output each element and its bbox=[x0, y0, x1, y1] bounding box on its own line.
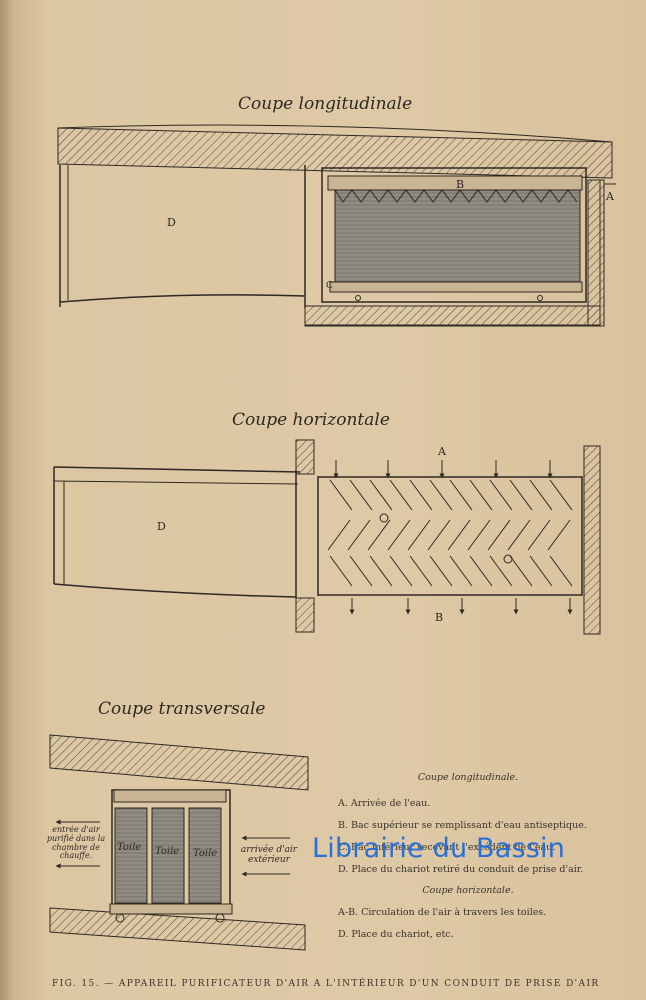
toile-label-1: Toile bbox=[117, 842, 142, 853]
label-c-long: C bbox=[326, 281, 333, 291]
legend-heading-longitudinal: Coupe longitudinale. bbox=[417, 772, 519, 783]
transversal-title: Coupe transversale bbox=[98, 699, 266, 719]
legend-item: C. Bac inférieur recevant l'excédent de … bbox=[338, 841, 556, 853]
figure-caption: FIG. 15. — APPAREIL PURIFICATEUR D'AIR A… bbox=[52, 979, 600, 989]
legend: Coupe longitudinale. A. Arrivée de l'eau… bbox=[338, 772, 598, 951]
legend-heading-horizontal: Coupe horizontale. bbox=[422, 885, 514, 897]
toile-label-3: Toile bbox=[193, 848, 218, 859]
air-inlet-note: arrivée d'air extérieur bbox=[240, 845, 298, 865]
book-gutter bbox=[0, 0, 14, 1000]
legend-item: A-B. Circulation de l'air à travers les … bbox=[338, 907, 547, 919]
label-d-long: D bbox=[167, 216, 176, 229]
watermark: Librairie du Bassin bbox=[312, 833, 566, 864]
label-a-horiz: A bbox=[438, 445, 446, 458]
legend-item: A. Arrivée de l'eau. bbox=[338, 797, 431, 809]
toile-label-2: Toile bbox=[155, 846, 180, 857]
air-outlet-note: entrée d'air purifié dans la chambre de … bbox=[46, 825, 106, 861]
label-b-long: B bbox=[456, 178, 465, 191]
label-d-horiz: D bbox=[157, 520, 166, 533]
longitudinal-title: Coupe longitudinale bbox=[238, 94, 413, 114]
legend-item: D. Place du chariot, etc. bbox=[338, 929, 454, 941]
label-a-long: A bbox=[606, 190, 614, 203]
label-b-horiz: B bbox=[435, 611, 444, 624]
horizontal-section bbox=[53, 439, 601, 635]
transversal-section bbox=[49, 734, 309, 951]
horizontal-title: Coupe horizontale bbox=[232, 410, 390, 430]
legend-item: B. Bac supérieur se remplissant d'eau an… bbox=[338, 819, 587, 831]
longitudinal-section bbox=[57, 124, 616, 327]
legend-item: D. Place du chariot retiré du conduit de… bbox=[338, 863, 584, 875]
